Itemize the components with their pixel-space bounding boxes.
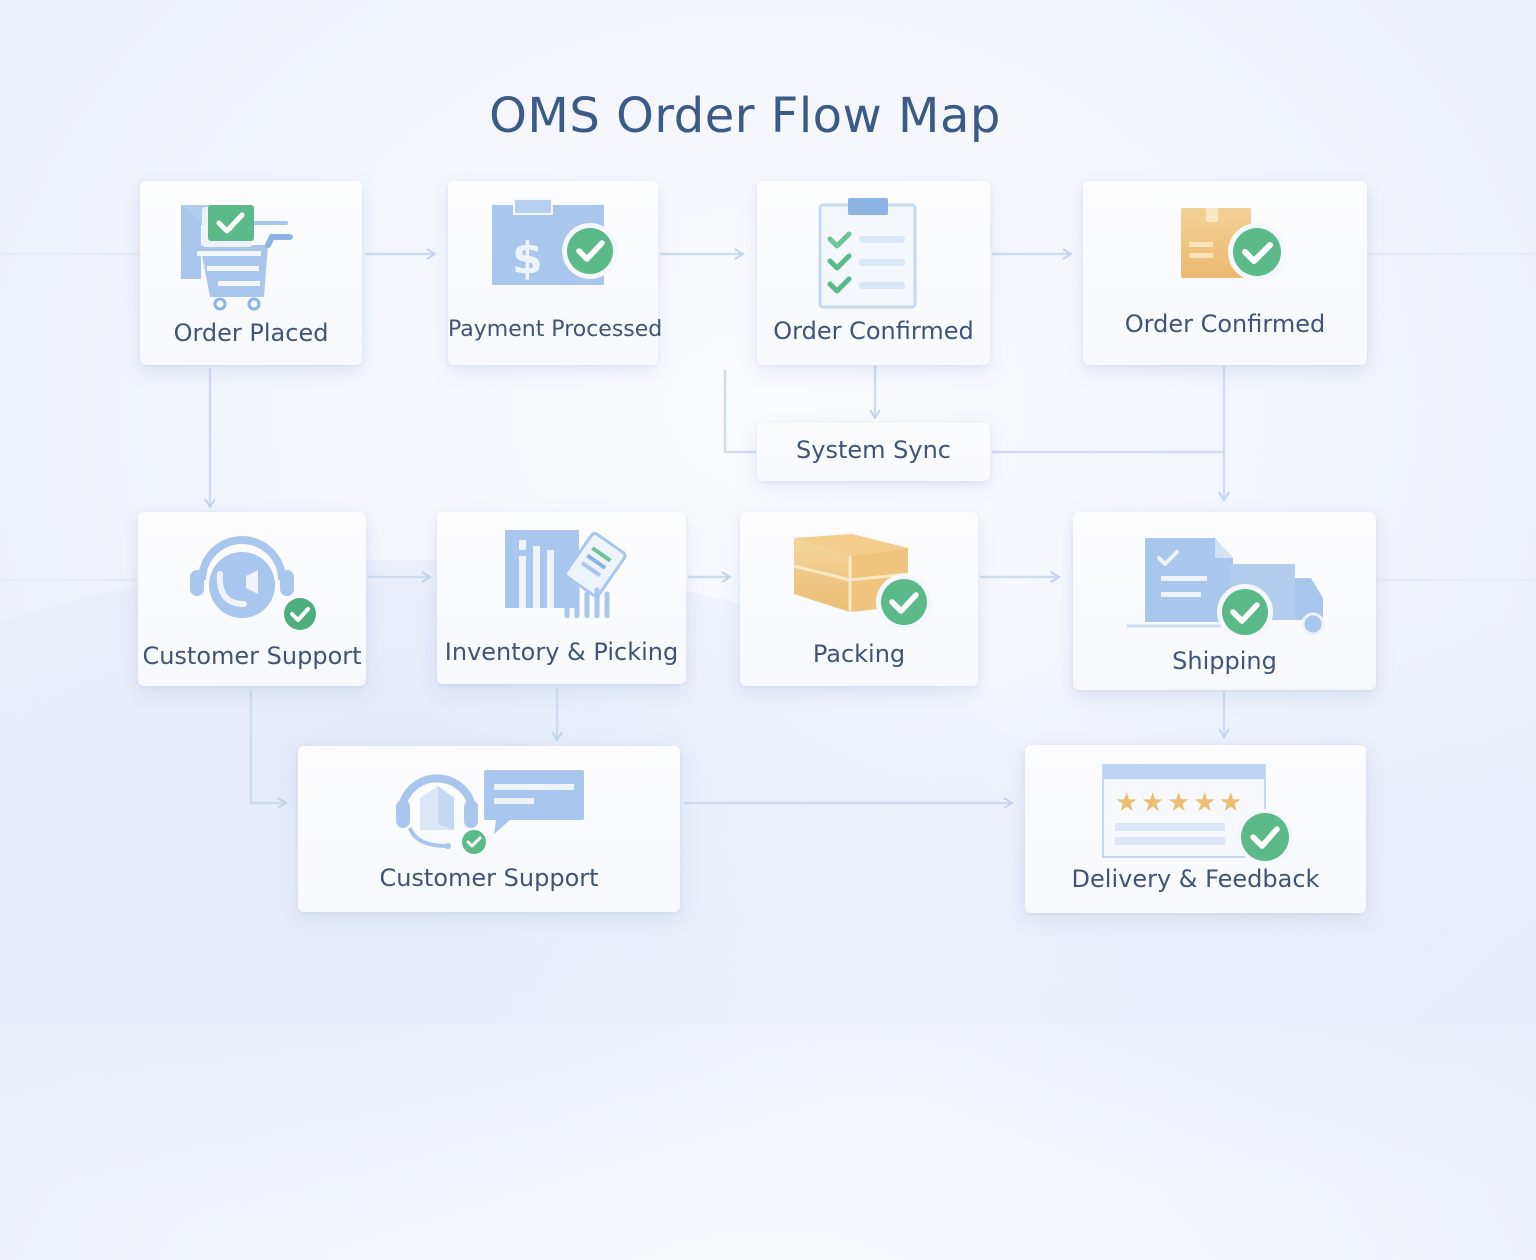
page-title: OMS Order Flow Map <box>489 88 1001 144</box>
rating-stars-check-icon: ★ ★ ★ ★ ★ <box>1102 764 1293 863</box>
svg-text:★: ★ <box>1193 788 1216 818</box>
node-order-confirmed-1[interactable]: Order Confirmed <box>757 181 990 365</box>
node-label: Customer Support <box>142 642 362 670</box>
node-payment-processed[interactable]: $ Payment Processed <box>448 181 663 365</box>
node-label: Shipping <box>1172 647 1277 675</box>
node-label: System Sync <box>796 436 951 464</box>
svg-text:★: ★ <box>1167 788 1190 818</box>
node-label: Packing <box>812 640 906 668</box>
node-label: Order Placed <box>173 319 329 347</box>
package-check-icon <box>1181 208 1286 281</box>
flow-connectors <box>0 248 1536 809</box>
truck-document-check-icon <box>1127 538 1325 636</box>
node-label: Inventory & Picking <box>444 638 679 666</box>
headset-check-icon <box>190 536 316 630</box>
node-packing[interactable]: Packing <box>740 512 978 686</box>
shopping-cart-check-icon <box>181 205 293 311</box>
inventory-shelf-list-icon <box>505 530 627 618</box>
node-label: Order Confirmed <box>1124 310 1326 338</box>
box-check-icon <box>793 534 932 630</box>
node-system-sync[interactable]: System Sync <box>757 423 990 481</box>
svg-text:★: ★ <box>1219 788 1242 818</box>
node-customer-support-2[interactable]: Customer Support <box>298 746 680 912</box>
payment-dollar-check-icon: $ <box>492 198 618 285</box>
svg-text:★: ★ <box>1141 788 1164 818</box>
node-label: Order Confirmed <box>773 317 974 345</box>
node-shipping[interactable]: Shipping <box>1073 512 1376 690</box>
node-label: Payment Processed <box>448 317 663 342</box>
clipboard-checklist-icon <box>818 198 917 309</box>
node-order-confirmed-2[interactable]: Order Confirmed <box>1083 181 1367 365</box>
headset-chat-icon <box>396 770 584 854</box>
svg-text:★: ★ <box>1115 788 1138 818</box>
node-order-placed[interactable]: Order Placed <box>140 181 362 365</box>
node-label: Delivery & Feedback <box>1071 865 1320 893</box>
node-inventory-picking[interactable]: Inventory & Picking <box>437 512 686 684</box>
node-label: Customer Support <box>379 864 599 892</box>
svg-text:$: $ <box>512 233 543 284</box>
node-customer-support-1[interactable]: Customer Support <box>138 512 366 686</box>
node-delivery-feedback[interactable]: ★ ★ ★ ★ ★ Delivery & Feedback <box>1025 745 1366 913</box>
